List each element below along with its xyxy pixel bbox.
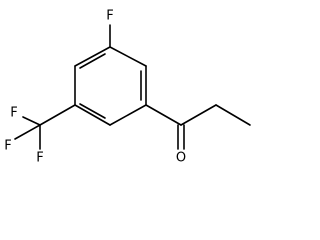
cf3-f-left-bond — [14, 124, 41, 140]
carbonyl-to-ch2-bond — [180, 104, 217, 126]
ring-bond-3 — [109, 104, 147, 126]
atom-label-f-cf3-left: F — [4, 139, 11, 154]
ring-bond-6 — [74, 46, 111, 67]
atom-label-f-cf3-top: F — [10, 106, 17, 121]
ring-to-carbonyl-bond — [145, 104, 182, 126]
atom-label-f-ring: F — [106, 9, 113, 24]
atom-label-o-carbonyl: O — [176, 151, 186, 166]
cf3-f-top-bond — [22, 116, 41, 126]
ring-to-cf3-bond — [39, 104, 76, 126]
ring-bond-1 — [109, 46, 147, 67]
ring-inner-bond-3 — [79, 53, 106, 69]
atom-label-f-cf3-bottom: F — [36, 151, 43, 166]
structure-svg: F F F F O — [4, 9, 251, 166]
ring-bond-4 — [74, 104, 111, 126]
ch2-to-ch3-bond — [215, 104, 251, 126]
molecule-diagram: F F F F O — [4, 9, 251, 166]
ring-inner-bond-2 — [79, 103, 106, 119]
